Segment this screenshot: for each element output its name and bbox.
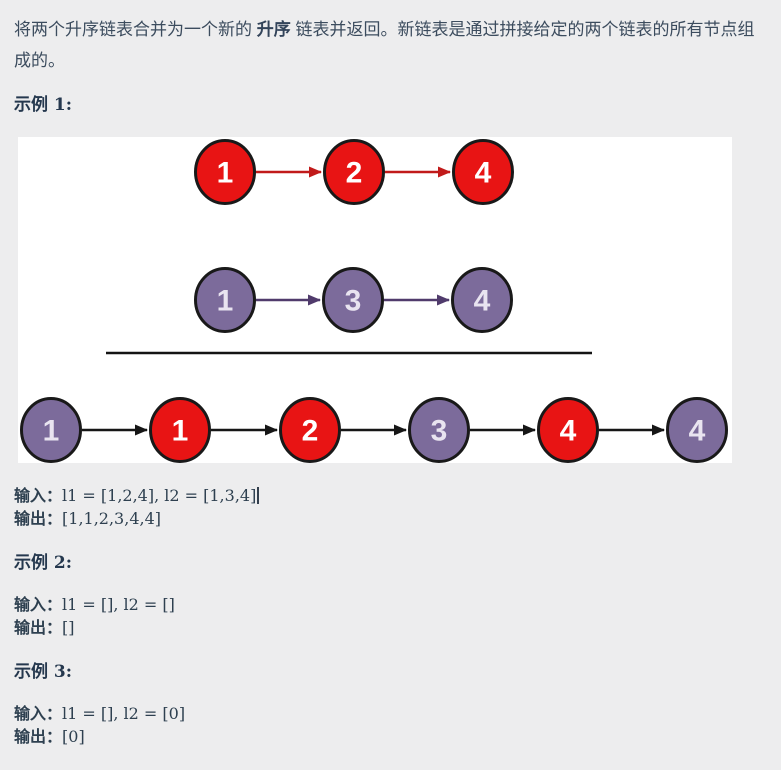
statement-bold-term: 升序 — [256, 20, 291, 39]
input-label: 输入： — [14, 595, 63, 614]
example-3-output-line: 输出：[0] — [14, 725, 767, 748]
example-2-heading: 示例 2: — [14, 553, 73, 573]
input-label: 输入： — [14, 704, 63, 723]
svg-text:1: 1 — [217, 285, 234, 318]
example-2-output-line: 输出：[] — [14, 616, 767, 639]
example-2-io: 输入：l1 = [], l2 = [] 输出：[] — [14, 593, 767, 639]
output-value: [] — [62, 618, 75, 637]
input-value: l1 = [], l2 = [] — [62, 595, 175, 614]
input-label: 输入： — [14, 486, 63, 505]
input-value: l1 = [], l2 = [0] — [62, 704, 186, 723]
svg-text:1: 1 — [217, 157, 234, 190]
svg-text:3: 3 — [431, 415, 448, 448]
output-value: [1,1,2,3,4,4] — [62, 509, 162, 528]
text-caret — [257, 487, 260, 504]
linked-list-merge-diagram: 1 2 4 1 3 4 1 1 2 3 4 4 — [20, 139, 728, 463]
example-1-heading: 示例 1: — [14, 95, 73, 115]
svg-text:4: 4 — [474, 285, 491, 318]
statement-text-after: 链表并返回。新链表是通过拼接给定的两个链表的所有节点组成的。 — [14, 20, 755, 70]
example-2-input-line: 输入：l1 = [], l2 = [] — [14, 593, 767, 616]
example-1-input-line: 输入：l1 = [1,2,4], l2 = [1,3,4] — [14, 484, 767, 507]
svg-text:4: 4 — [475, 157, 492, 190]
example-1-output-line: 输出：[1,1,2,3,4,4] — [14, 507, 767, 530]
input-value: l1 = [1,2,4], l2 = [1,3,4] — [62, 486, 257, 505]
output-label: 输出： — [14, 509, 63, 528]
output-label: 输出： — [14, 727, 63, 746]
output-label: 输出： — [14, 618, 63, 637]
example-3-input-line: 输入：l1 = [], l2 = [0] — [14, 702, 767, 725]
example-1-io: 输入：l1 = [1,2,4], l2 = [1,3,4] 输出：[1,1,2,… — [14, 484, 767, 530]
svg-text:1: 1 — [43, 415, 60, 448]
svg-text:1: 1 — [172, 415, 189, 448]
svg-text:2: 2 — [302, 415, 319, 448]
output-value: [0] — [62, 727, 85, 746]
svg-text:2: 2 — [346, 157, 363, 190]
example-3-io: 输入：l1 = [], l2 = [0] 输出：[0] — [14, 702, 767, 748]
problem-statement: 将两个升序链表合并为一个新的 升序 链表并返回。新链表是通过拼接给定的两个链表的… — [14, 14, 767, 76]
statement-text-before: 将两个升序链表合并为一个新的 — [14, 20, 257, 39]
problem-description-page: 将两个升序链表合并为一个新的 升序 链表并返回。新链表是通过拼接给定的两个链表的… — [14, 14, 767, 748]
svg-text:3: 3 — [345, 285, 362, 318]
example-1-figure: 1 2 4 1 3 4 1 1 2 3 4 4 — [18, 137, 732, 463]
example-3-heading: 示例 3: — [14, 662, 73, 682]
svg-text:4: 4 — [560, 415, 577, 448]
svg-text:4: 4 — [689, 415, 706, 448]
